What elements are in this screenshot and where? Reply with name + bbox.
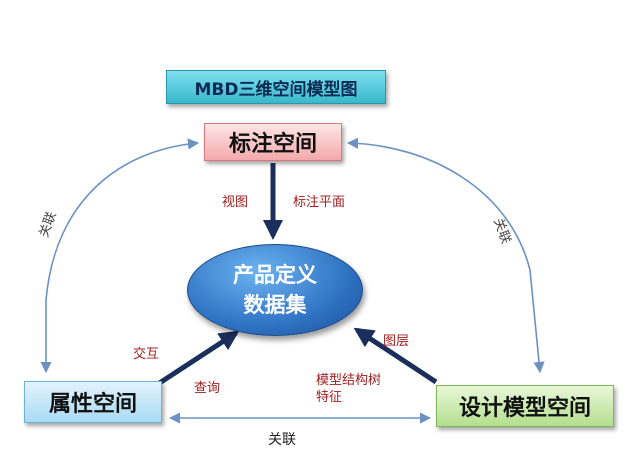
- edge-label-tree-feature: 模型结构树 特征: [316, 372, 381, 406]
- design-model-space-node: 设计模型空间: [436, 385, 614, 427]
- edge-label-assoc-bottom: 关联: [268, 432, 296, 448]
- attribute-space-node: 属性空间: [24, 381, 162, 423]
- assoc-left-curve: [40, 138, 200, 374]
- edge-label-view: 视图: [222, 195, 249, 210]
- center-label-line1: 产品定义: [233, 263, 317, 287]
- product-definition-dataset-node: 产品定义 数据集: [187, 244, 363, 336]
- annotation-space-node: 标注空间: [204, 123, 342, 161]
- edge-label-query: 查询: [194, 381, 221, 396]
- edge-label-tree-line2: 特征: [316, 390, 343, 405]
- diagram-title: MBD三维空间模型图: [166, 70, 386, 104]
- edge-label-annotation-plane: 标注平面: [293, 195, 346, 210]
- edge-label-layer: 图层: [383, 334, 410, 349]
- arrow-attribute-to-dataset: [156, 330, 240, 387]
- center-label-line2: 数据集: [243, 293, 307, 317]
- edge-label-tree-line1: 模型结构树: [316, 373, 382, 388]
- arrow-design-to-dataset: [353, 327, 438, 385]
- assoc-right-curve: [346, 137, 545, 374]
- edge-label-interaction: 交互: [133, 347, 160, 362]
